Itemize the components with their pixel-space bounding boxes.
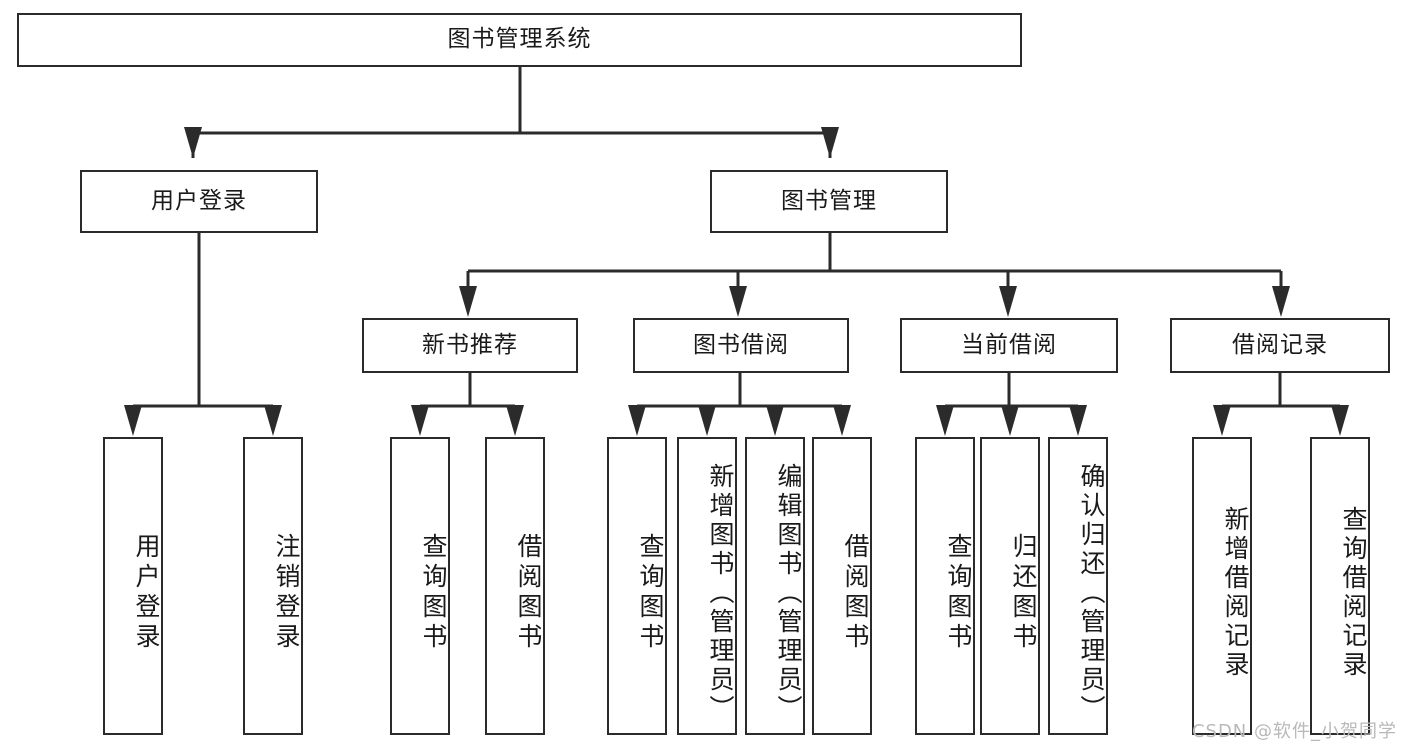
node-label: 图书管理 xyxy=(781,187,877,214)
node-book-borrow[interactable]: 图书借阅 xyxy=(633,318,849,373)
node-label: 注销登录 xyxy=(272,533,301,653)
node-label: 查询图书 xyxy=(944,533,973,653)
leaf-return-book[interactable]: 归还图书 xyxy=(980,437,1040,735)
node-borrow-record[interactable]: 借阅记录 xyxy=(1170,318,1390,373)
leaf-query-book-borrow[interactable]: 查询图书 xyxy=(607,437,667,735)
node-label: 确认归还（管理员） xyxy=(1077,462,1106,724)
node-label: 借阅记录 xyxy=(1232,331,1328,358)
node-label: 查询图书 xyxy=(636,533,665,653)
node-label: 图书管理系统 xyxy=(447,26,592,53)
node-label: 借阅图书 xyxy=(514,533,543,653)
node-user-login[interactable]: 用户登录 xyxy=(80,170,318,233)
node-label: 新增图书（管理员） xyxy=(706,462,735,724)
node-label: 新书推荐 xyxy=(422,331,518,358)
leaf-query-book-recommend[interactable]: 查询图书 xyxy=(390,437,450,735)
leaf-add-borrow-record[interactable]: 新增借阅记录 xyxy=(1192,437,1252,735)
node-root-system[interactable]: 图书管理系统 xyxy=(17,13,1022,67)
node-label: 查询图书 xyxy=(419,533,448,653)
leaf-logout-login[interactable]: 注销登录 xyxy=(243,437,303,735)
node-label: 用户登录 xyxy=(151,187,247,214)
leaf-user-login[interactable]: 用户登录 xyxy=(103,437,163,735)
node-label: 图书借阅 xyxy=(693,331,789,358)
node-current-borrow[interactable]: 当前借阅 xyxy=(900,318,1118,373)
node-label: 归还图书 xyxy=(1009,533,1038,653)
node-book-manage[interactable]: 图书管理 xyxy=(710,170,948,233)
leaf-edit-book-admin[interactable]: 编辑图书（管理员） xyxy=(745,437,805,735)
node-label: 编辑图书（管理员） xyxy=(774,462,803,724)
node-label: 当前借阅 xyxy=(961,331,1057,358)
leaf-confirm-return-admin[interactable]: 确认归还（管理员） xyxy=(1048,437,1108,735)
node-label: 新增借阅记录 xyxy=(1221,506,1250,680)
node-label: 用户登录 xyxy=(132,533,161,653)
leaf-borrow-book-recommend[interactable]: 借阅图书 xyxy=(485,437,545,735)
node-label: 查询借阅记录 xyxy=(1339,506,1368,680)
csdn-watermark: CSDN @软件_小贺同学 xyxy=(1191,721,1397,742)
node-new-book-recommend[interactable]: 新书推荐 xyxy=(362,318,578,373)
leaf-query-borrow-record[interactable]: 查询借阅记录 xyxy=(1310,437,1370,735)
leaf-query-book-current[interactable]: 查询图书 xyxy=(915,437,975,735)
node-label: 借阅图书 xyxy=(841,533,870,653)
leaf-borrow-book-borrow[interactable]: 借阅图书 xyxy=(812,437,872,735)
leaf-add-book-admin[interactable]: 新增图书（管理员） xyxy=(677,437,737,735)
